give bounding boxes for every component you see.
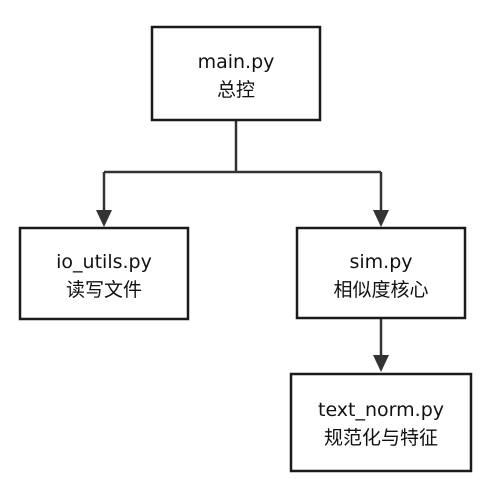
node-text-norm: text_norm.py 规范化与特征: [289, 372, 473, 473]
node-text-norm-box: [289, 372, 473, 473]
node-io-utils-title: io_utils.py: [56, 251, 152, 273]
node-text-norm-title: text_norm.py: [318, 399, 444, 421]
node-sim-title: sim.py: [349, 251, 412, 273]
arrow-head-sim: [373, 210, 389, 227]
node-main: main.py 总控: [150, 25, 322, 122]
edges: [96, 120, 389, 372]
node-io-utils-subtitle: 读写文件: [66, 279, 142, 301]
node-main-title: main.py: [198, 51, 275, 73]
node-sim: sim.py 相似度核心: [295, 226, 467, 320]
node-io-utils: io_utils.py 读写文件: [18, 226, 190, 321]
arrow-head-text-norm: [373, 355, 389, 372]
node-main-box: [150, 25, 322, 122]
node-text-norm-subtitle: 规范化与特征: [324, 427, 438, 449]
node-io-utils-box: [18, 226, 190, 321]
node-sim-subtitle: 相似度核心: [333, 279, 428, 301]
node-sim-box: [295, 226, 467, 320]
arrow-head-io-utils: [96, 210, 112, 227]
node-main-subtitle: 总控: [217, 79, 255, 101]
